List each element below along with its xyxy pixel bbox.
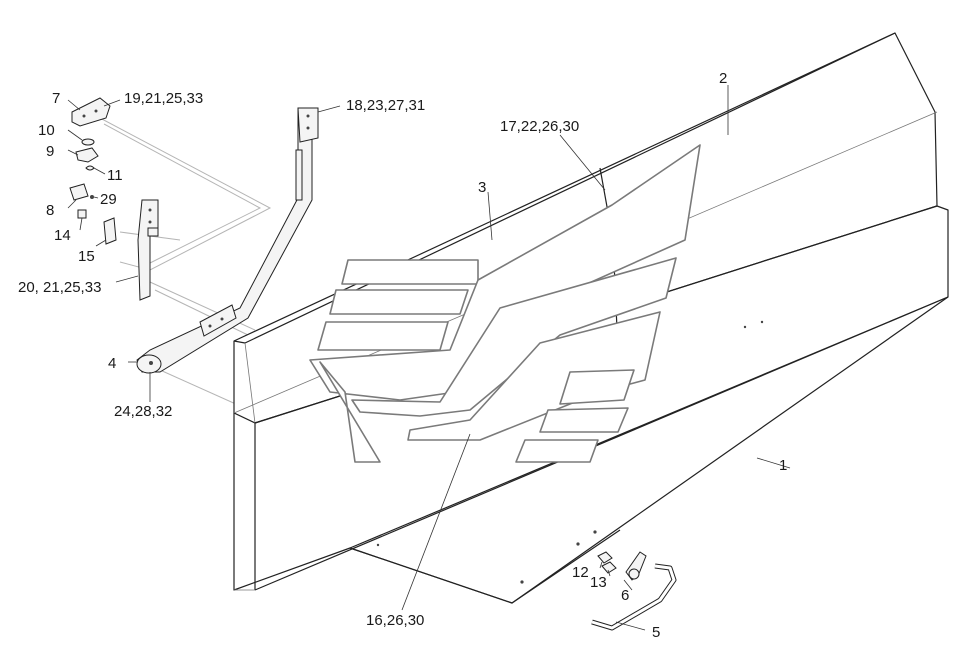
phantom-assembly-lines — [99, 117, 272, 406]
callout-12: 12 — [572, 564, 589, 581]
callout-24-28-32: 24,28,32 — [114, 403, 172, 420]
washer-13 — [601, 561, 617, 574]
callout-1: 1 — [779, 457, 787, 474]
callout-19-21-25-33: 19,21,25,33 — [124, 90, 203, 107]
spring-11 — [85, 165, 95, 171]
decal-logo-chevrons — [309, 144, 701, 463]
callout-8: 8 — [46, 202, 54, 219]
catch-8 — [69, 183, 89, 201]
short-bracket — [137, 199, 159, 301]
callout-10: 10 — [38, 122, 55, 139]
latch-9 — [75, 147, 99, 163]
latch-hardware — [69, 97, 117, 245]
callout-14: 14 — [54, 227, 71, 244]
callout-11: 11 — [107, 167, 123, 184]
callout-7: 7 — [52, 90, 60, 107]
callout-4: 4 — [108, 355, 116, 372]
support-bracket-rod — [136, 107, 319, 374]
washer-10 — [81, 138, 95, 146]
callout-20-21-25-33: 20, 21,25,33 — [18, 279, 101, 296]
hinge-plate-7 — [71, 97, 111, 127]
nut-14 — [77, 209, 87, 219]
mount-hole — [743, 325, 747, 329]
callout-5: 5 — [652, 624, 660, 641]
callout-labels: 1 2 3 4 5 6 7 8 9 10 11 12 13 14 15 29 1… — [18, 70, 787, 641]
callout-13: 13 — [590, 574, 607, 591]
callout-17-22-26-30: 17,22,26,30 — [500, 118, 579, 135]
clip-15 — [103, 217, 117, 245]
callout-29: 29 — [100, 191, 117, 208]
callout-15: 15 — [78, 248, 95, 265]
callout-18-23-27-31: 18,23,27,31 — [346, 97, 425, 114]
pin-29 — [90, 195, 94, 199]
mount-hole — [376, 543, 380, 547]
leader-lines — [67, 85, 791, 631]
callout-2: 2 — [719, 70, 727, 87]
handle-assembly — [576, 530, 677, 631]
nut-12 — [597, 551, 613, 564]
mount-hole — [520, 580, 524, 584]
callout-16-26-30: 16,26,30 — [366, 612, 424, 629]
mount-hole — [760, 320, 764, 324]
callout-6: 6 — [621, 587, 629, 604]
callout-9: 9 — [46, 143, 54, 160]
callout-3: 3 — [478, 179, 486, 196]
